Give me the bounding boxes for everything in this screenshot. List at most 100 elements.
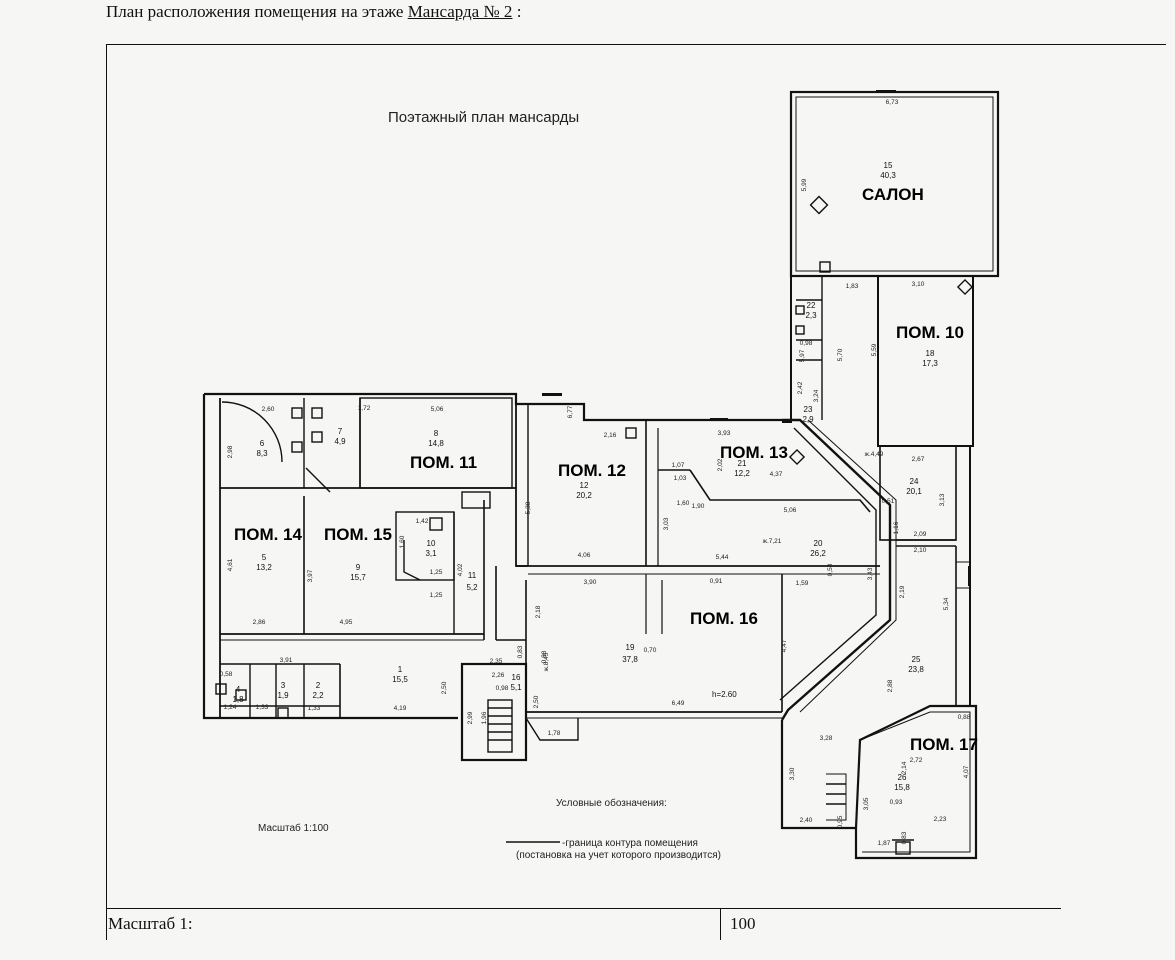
dimension-label: 2,67: [912, 456, 925, 463]
dimension-label: 4,37: [770, 471, 783, 478]
dimension-label: 3,43: [867, 567, 874, 580]
dimension-label: 0,98: [496, 685, 509, 692]
room-pom11-outline: [359, 397, 513, 489]
room-area: 26,2: [810, 549, 826, 558]
dimension-label: 2,14: [901, 761, 908, 774]
dimension-label: 3,05: [863, 797, 870, 810]
room-num: 23: [804, 405, 813, 414]
room-num: 24: [910, 477, 919, 486]
dimension-label: 0,53: [827, 563, 834, 576]
header-suffix: :: [516, 2, 522, 21]
dimension-label: 1,42: [416, 518, 429, 525]
dimension-label: 0,95: [837, 815, 844, 828]
dimension-label: 1,25: [430, 592, 443, 599]
footer-scale-label: Масштаб 1:: [108, 914, 193, 933]
room-area: 2,2: [312, 691, 324, 700]
room-area: 37,8: [622, 655, 638, 664]
dimension-label: 1,96: [481, 711, 488, 724]
dimension-label: 5,70: [837, 348, 844, 361]
footer-divider: [106, 908, 1061, 909]
dimension-label: 2,98: [227, 445, 234, 458]
dimension-label: 3,28: [820, 735, 833, 742]
dimension-label: 0,58: [220, 671, 233, 678]
room-num: 3: [281, 681, 286, 690]
dimension-label: 2,35: [490, 658, 503, 665]
dimension-label: 3,91: [280, 657, 293, 664]
dimension-label: 1,78: [548, 730, 561, 737]
room-area: 5,1: [510, 683, 522, 692]
scale-note: Масштаб 1:100: [258, 822, 329, 834]
dimension-label: 2,40: [800, 817, 813, 824]
dimension-label: 2,60: [262, 406, 275, 413]
room-num: 12: [580, 481, 589, 490]
room-num: 18: [926, 349, 935, 358]
dimension-label: 2,19: [899, 585, 906, 598]
dimension-label: 0,88: [958, 714, 971, 721]
dimension-label: 2,09: [914, 531, 927, 538]
label-pom10: ПОМ. 10: [896, 323, 964, 342]
room-area: 15,5: [392, 675, 408, 684]
dimension-label: 6,77: [567, 405, 574, 418]
dimension-label: 1,03: [674, 475, 687, 482]
dimension-label: 5,44: [716, 554, 729, 561]
label-pom15: ПОМ. 15: [324, 525, 392, 544]
dimension-label: 1,16: [893, 521, 900, 534]
room-area: 23,8: [908, 665, 924, 674]
room-num: 2: [316, 681, 321, 690]
dimension-label: 1,72: [358, 405, 371, 412]
room-num: 26: [898, 773, 907, 782]
dimension-label: 5,06: [431, 406, 444, 413]
room-num: 1: [398, 665, 403, 674]
plan-title: Поэтажный план мансарды: [388, 109, 579, 126]
room-num: 11: [468, 571, 477, 580]
room-num: 22: [807, 301, 816, 310]
dimension-label: 1,60: [399, 535, 406, 548]
dimension-label: 2,50: [533, 695, 540, 708]
dimension-label: 0,88: [541, 650, 548, 663]
label-pom16: ПОМ. 16: [690, 609, 758, 628]
room-num: 8: [434, 429, 439, 438]
dimension-label: 5,99: [801, 178, 808, 191]
dimension-label: 2,42: [797, 381, 804, 394]
dimension-label: 4,95: [340, 619, 353, 626]
footer-scale-value: 100: [730, 914, 756, 933]
dimension-label: 0,91: [710, 578, 723, 585]
room-area: 4,9: [334, 437, 346, 446]
room-salon-outline: [789, 90, 1000, 278]
dimension-label: 1,25: [430, 569, 443, 576]
dimension-label: 0,83: [517, 645, 524, 658]
dimension-label: 0,83: [901, 831, 908, 844]
dimension-label: 0,98: [800, 340, 813, 347]
dimension-label: 4,19: [394, 705, 407, 712]
dimension-label: 2,10: [914, 547, 927, 554]
dimension-label: 4,61: [227, 558, 234, 571]
room-num: 20: [814, 539, 823, 548]
dimension-label: 1,59: [796, 580, 809, 587]
label-pom12: ПОМ. 12: [558, 461, 626, 480]
dimension-label: 3,30: [789, 767, 796, 780]
room-area: 20,2: [576, 491, 592, 500]
dimension-label: 4,47: [781, 639, 788, 652]
footer-separator: [720, 908, 721, 940]
dimension-label: 1,90: [692, 503, 705, 510]
dimension-label: 2,86: [253, 619, 266, 626]
dimension-label: 2,02: [717, 458, 724, 471]
dimension-label: 3,93: [718, 430, 731, 437]
room-num: 21: [738, 459, 747, 468]
room-area: 13,2: [256, 563, 272, 572]
dimension-label: 2,16: [604, 432, 617, 439]
dimension-label: 2,99: [467, 711, 474, 724]
dimension-label: 2,72: [910, 757, 923, 764]
legend-line1: -граница контура помещения: [562, 838, 698, 849]
dimension-label: 4,02: [457, 563, 464, 576]
room-area: 8,3: [256, 449, 268, 458]
room-area: 1,8: [232, 695, 244, 704]
dimension-label: 1,60: [677, 500, 690, 507]
document-header: План расположения помещения на этаже Ман…: [106, 2, 521, 22]
header-floor: Мансарда № 2: [407, 2, 513, 21]
room-area: 15,8: [894, 783, 910, 792]
room-num: 6: [260, 439, 265, 448]
dimension-label: 6,73: [886, 99, 899, 106]
